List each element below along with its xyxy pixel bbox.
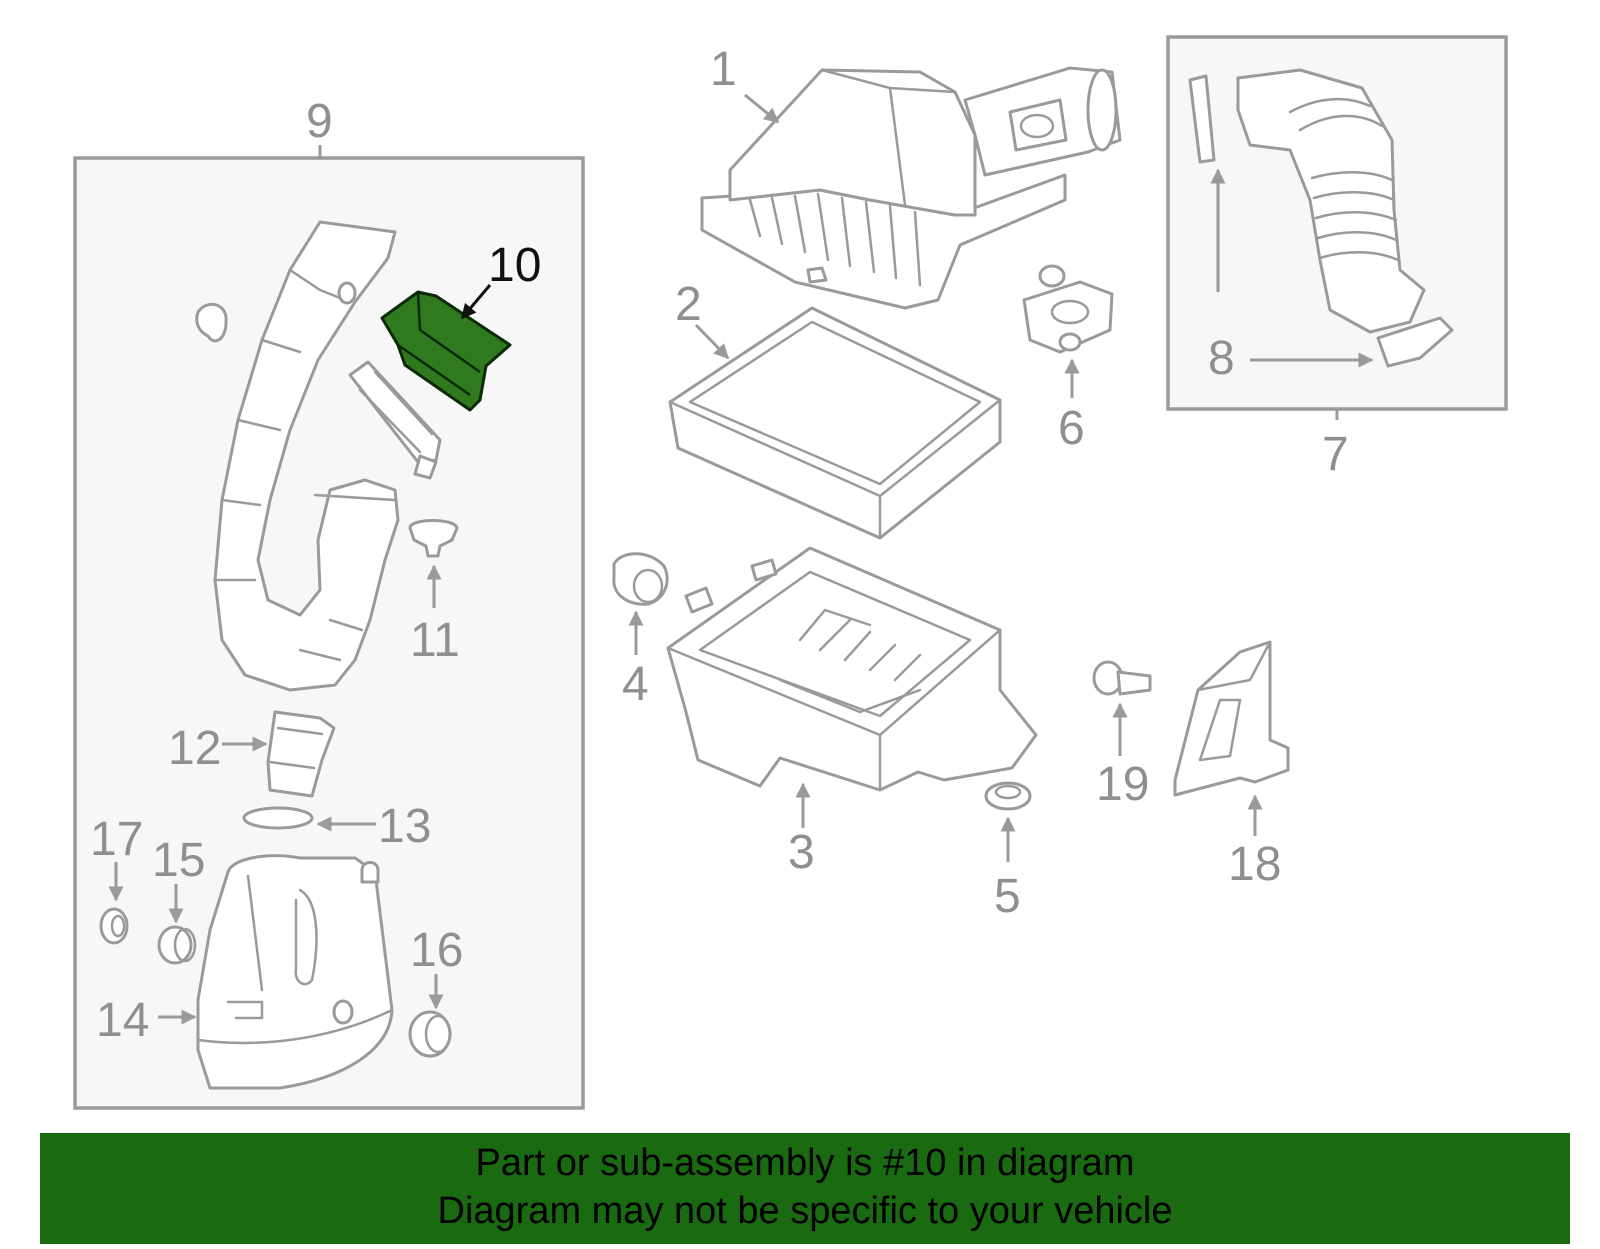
banner-line-2: Diagram may not be specific to your vehi… (437, 1190, 1173, 1232)
part-17-clip (99, 907, 129, 945)
callout-14: 14 (96, 994, 149, 1047)
callout-5: 5 (994, 870, 1021, 923)
info-banner: Part or sub-assembly is #10 in diagram D… (40, 1133, 1570, 1244)
part-16-cap (408, 1010, 452, 1058)
part-9-intake-duct (195, 220, 442, 692)
part-10-highlighted-seal (380, 290, 512, 412)
banner-line-1: Part or sub-assembly is #10 in diagram (475, 1142, 1135, 1184)
callout-15: 15 (152, 834, 205, 887)
part-6-sensor (1022, 264, 1114, 354)
callout-6: 6 (1058, 402, 1085, 455)
callout-4: 4 (622, 658, 649, 711)
part-14-resonator (196, 854, 394, 1090)
callout-19: 19 (1096, 758, 1149, 811)
part-19-push-pin (1092, 660, 1152, 696)
callout-12: 12 (168, 722, 221, 775)
part-15-grommet (157, 925, 197, 965)
part-11-grommet (408, 519, 459, 558)
part-5-grommet (984, 781, 1032, 811)
callout-7: 7 (1322, 428, 1349, 481)
callout-8: 8 (1208, 332, 1235, 385)
callout-1: 1 (710, 43, 737, 96)
part-3-lower-housing (666, 546, 1038, 792)
callout-18: 18 (1228, 838, 1281, 891)
callout-16: 16 (410, 924, 463, 977)
callout-3: 3 (788, 826, 815, 879)
callout-9: 9 (306, 95, 333, 148)
callout-10: 10 (488, 239, 541, 292)
part-18-bracket (1173, 640, 1290, 797)
part-4-grommet (612, 552, 669, 606)
part-13-gasket (242, 806, 314, 830)
part-7-intake-hose (1188, 68, 1454, 368)
part-2-air-filter (668, 306, 1002, 540)
callout-2: 2 (675, 278, 702, 331)
callout-17: 17 (90, 813, 143, 866)
part-1-upper-housing (700, 66, 1122, 310)
part-12-connector (266, 710, 336, 798)
callout-11: 11 (410, 614, 460, 667)
callout-13: 13 (378, 800, 431, 853)
